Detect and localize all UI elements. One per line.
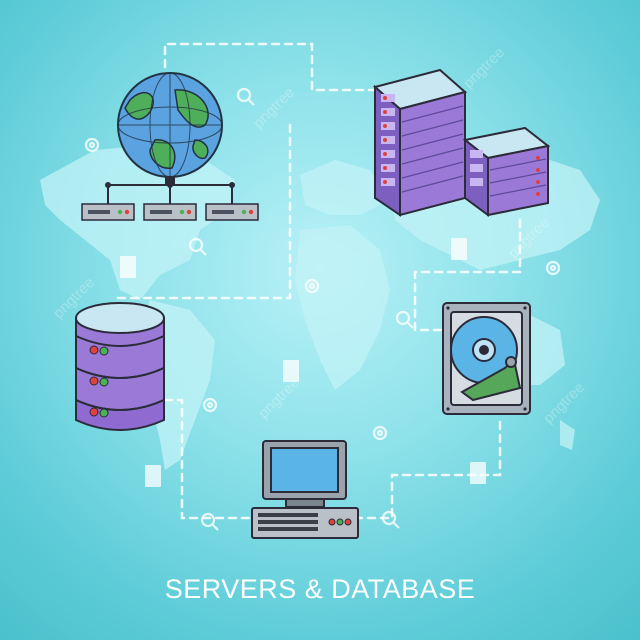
document-icon <box>451 238 467 260</box>
connector-computer-to-drive <box>353 418 502 520</box>
gear-icon <box>84 137 100 153</box>
connector-globe-to-servers <box>163 42 382 92</box>
server-rack-small <box>462 126 551 217</box>
magnifier-icon <box>236 87 255 106</box>
magnifier-icon <box>188 237 207 256</box>
document-icon <box>283 360 299 382</box>
connector-servers-to-drive <box>413 218 522 332</box>
gear-icon <box>372 425 388 441</box>
gear-icon <box>304 278 320 294</box>
magnifier-icon <box>200 512 219 531</box>
server-rack-large <box>372 68 468 217</box>
globe-network-node <box>81 72 259 221</box>
document-icon <box>470 462 486 484</box>
gear-icon <box>545 260 561 276</box>
magnifier-icon <box>381 510 400 529</box>
document-icon <box>145 465 161 487</box>
connector-database-to-computer <box>163 398 252 520</box>
magnifier-icon <box>395 310 414 329</box>
page-title: SERVERS & DATABASE <box>164 574 476 604</box>
document-icon <box>120 256 136 278</box>
gear-icon <box>202 397 218 413</box>
